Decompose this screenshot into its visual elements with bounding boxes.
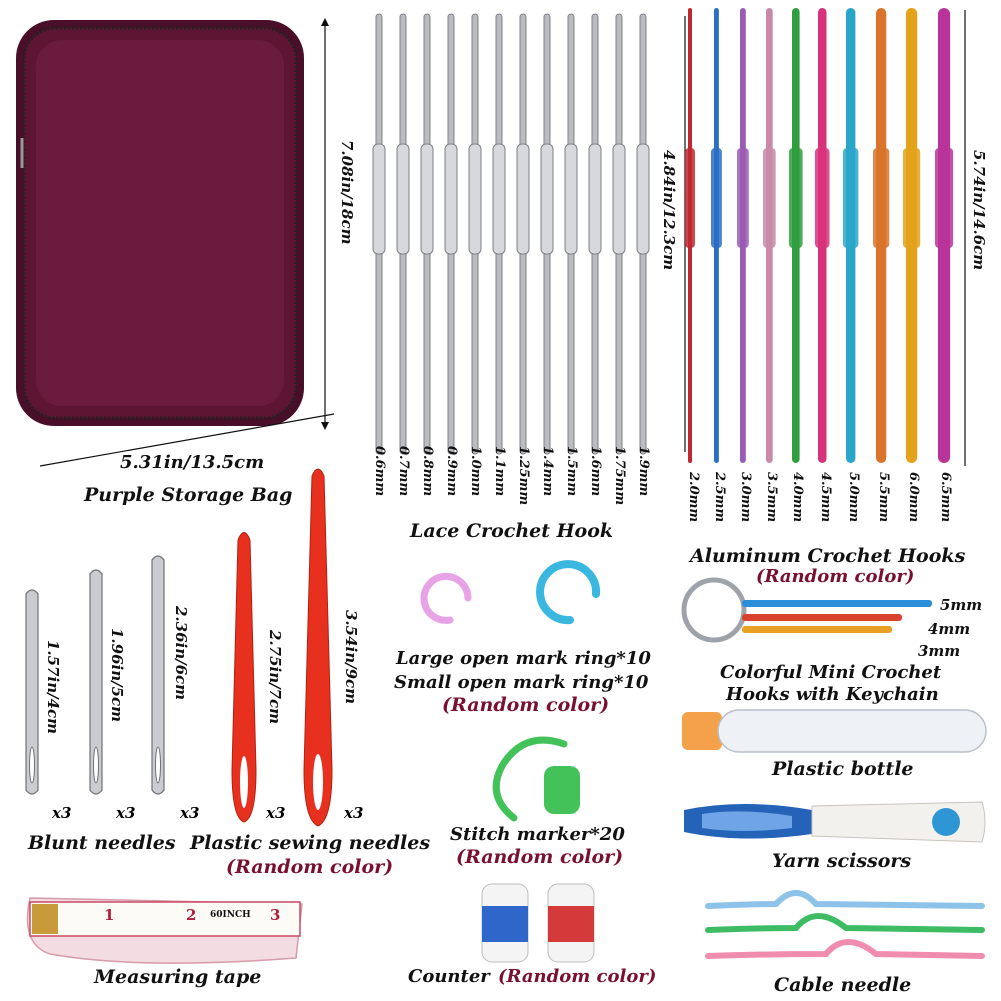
mark-rings-graphic <box>420 560 601 625</box>
aluminum-hook-grip <box>935 148 954 248</box>
aluminum-hook-size: 4.0mm <box>790 472 805 523</box>
bag-name-label: Purple Storage Bag <box>84 484 293 506</box>
lace-hooks-height-label: 4.84in/12.3cm <box>660 150 678 271</box>
measuring-tape-graphic <box>26 897 303 964</box>
tape-unit-label: 60INCH <box>210 910 251 920</box>
blunt-needle-label: 1.96in/5cm <box>108 628 126 723</box>
aluminum-hook-grip <box>815 148 830 248</box>
blunt-needle-label: 2.36in/6cm <box>172 606 190 701</box>
bag-width-arrow <box>39 413 335 467</box>
aluminum-hook-size: 5.0mm <box>846 472 861 523</box>
aluminum-hooks-height-label: 5.74in/14.6cm <box>970 150 988 271</box>
aluminum-hook-size: 2.0mm <box>686 472 701 523</box>
plastic-needle-qty: x3 <box>344 804 364 822</box>
plastic-bottle-title: Plastic bottle <box>772 758 914 780</box>
storage-bag <box>14 18 306 430</box>
aluminum-hook-grip <box>685 148 695 248</box>
stitch-marker-title: Stitch marker*20 <box>450 824 625 845</box>
blunt-needles-title: Blunt needles <box>28 832 176 854</box>
mark-rings-line1: Large open mark ring*10 <box>396 648 651 669</box>
lace-hook-size: 1.9mm <box>636 446 651 497</box>
aluminum-hook-grip <box>843 148 859 248</box>
mini-hooks-line1: Colorful Mini Crochet <box>720 662 942 683</box>
yarn-scissors-graphic <box>684 801 986 843</box>
counter-title: Counter <box>408 966 490 987</box>
tape-mark: 3 <box>270 906 281 924</box>
lace-hook-size: 1.6mm <box>588 446 603 497</box>
plastic-bottle-graphic <box>682 709 987 753</box>
aluminum-hooks-note: (Random color) <box>756 566 915 587</box>
aluminum-hook-size: 3.0mm <box>738 472 753 523</box>
plastic-needle-label: 3.54in/9cm <box>342 610 360 705</box>
mini-hook-size: 3mm <box>918 642 961 660</box>
aluminum-hook-grip <box>789 148 803 248</box>
aluminum-hooks-title: Aluminum Crochet Hooks <box>690 545 966 567</box>
aluminum-hooks-height-arrow <box>964 10 966 466</box>
mini-hook-size: 5mm <box>940 596 983 614</box>
lace-hook-size: 0.9mm <box>444 446 459 497</box>
aluminum-hook-size: 3.5mm <box>764 472 779 523</box>
aluminum-hook-grip <box>711 148 722 248</box>
plastic-needles-graphic <box>231 468 333 827</box>
plastic-needle-label: 2.75in/7cm <box>266 630 284 725</box>
lace-hooks-graphic <box>372 13 650 455</box>
storage-bag-graphic <box>16 20 304 426</box>
plastic-needles-title: Plastic sewing needles <box>190 832 431 854</box>
aluminum-hook-grip <box>903 148 921 248</box>
lace-hook-size: 1.5mm <box>564 446 579 497</box>
blunt-needle-label: 1.57in/4cm <box>44 640 62 735</box>
aluminum-hooks-graphic <box>685 8 954 463</box>
aluminum-hook-size: 6.5mm <box>938 472 953 523</box>
blunt-needle-qty: x3 <box>116 804 136 822</box>
lace-hook-size: 1.0mm <box>468 446 483 497</box>
counter-note: (Random color) <box>498 966 657 987</box>
lace-hook-size: 1.4mm <box>540 446 555 497</box>
blunt-needle-qty: x3 <box>52 804 72 822</box>
mini-hooks-graphic <box>681 577 932 643</box>
aluminum-hook-size: 5.5mm <box>876 472 891 523</box>
bag-width-label: 5.31in/13.5cm <box>120 452 265 473</box>
plastic-needles-note: (Random color) <box>226 856 394 878</box>
aluminum-hook-size: 2.5mm <box>712 472 727 523</box>
mini-hooks-line2: Hooks with Keychain <box>726 684 939 705</box>
plastic-needle-qty: x3 <box>266 804 286 822</box>
lace-hook-size: 1.1mm <box>492 446 507 497</box>
bag-height-arrow <box>321 18 329 430</box>
mark-rings-note: (Random color) <box>442 694 610 716</box>
lace-hook-size: 0.6mm <box>372 446 387 497</box>
tape-mark: 2 <box>186 906 197 924</box>
lace-hook-size: 0.7mm <box>396 446 411 497</box>
measuring-tape-title: Measuring tape <box>94 966 262 988</box>
blunt-needle-qty: x3 <box>180 804 200 822</box>
counter-graphic <box>481 883 595 963</box>
lace-hook-size: 1.25mm <box>516 446 531 506</box>
lace-hook-size: 0.8mm <box>420 446 435 497</box>
cable-needle-title: Cable needle <box>774 974 912 996</box>
aluminum-hook-size: 6.0mm <box>906 472 921 523</box>
aluminum-hook-grip <box>763 148 776 248</box>
stitch-marker-graphic <box>492 736 580 822</box>
lace-hooks-title: Lace Crochet Hook <box>410 520 614 542</box>
mini-hook-size: 4mm <box>928 620 971 638</box>
aluminum-hook-grip <box>737 148 749 248</box>
lace-hook-size: 1.75mm <box>612 446 627 506</box>
bag-height-label: 7.08in/18cm <box>338 140 356 245</box>
cable-needles-graphic <box>705 890 985 959</box>
aluminum-hook-grip <box>873 148 890 248</box>
stitch-marker-note: (Random color) <box>456 846 624 868</box>
yarn-scissors-title: Yarn scissors <box>772 850 912 872</box>
mark-rings-line2: Small open mark ring*10 <box>394 672 649 693</box>
aluminum-hook-size: 4.5mm <box>818 472 833 523</box>
tape-mark: 1 <box>104 906 115 924</box>
blunt-needles-graphic <box>25 555 165 795</box>
